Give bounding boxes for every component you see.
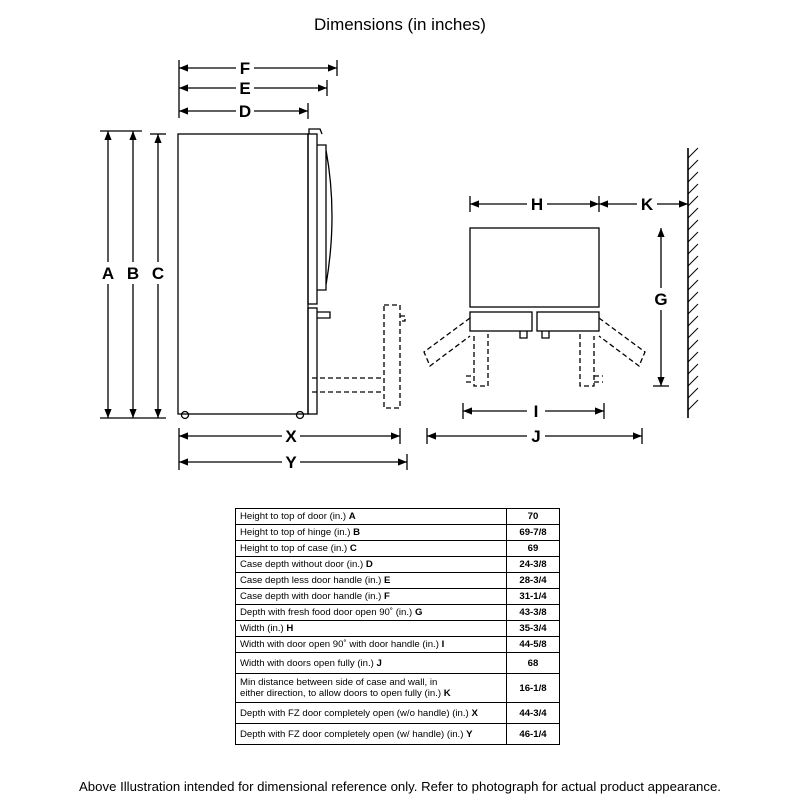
open-doors-outline <box>423 317 646 387</box>
table-row: Width with door open 90˚ with door handl… <box>235 636 560 653</box>
freezer-drawer <box>307 307 318 415</box>
row-value: 46-1/4 <box>506 723 560 745</box>
row-value: 28-3/4 <box>506 572 560 589</box>
label-g: G <box>654 290 667 309</box>
table-row: Depth with FZ door completely open (w/o … <box>235 702 560 724</box>
row-label: Width (in.) <box>240 623 284 634</box>
label-e: E <box>239 79 250 98</box>
open-freezer-outline <box>312 304 406 409</box>
row-key: A <box>348 511 356 522</box>
disclaimer-footer: Above Illustration intended for dimensio… <box>79 779 721 794</box>
row-label: Height to top of hinge (in.) <box>240 527 351 538</box>
row-label: Min distance between side of case and wa… <box>240 677 438 688</box>
row-key: D <box>365 559 373 570</box>
row-value: 70 <box>506 508 560 525</box>
row-key: G <box>414 607 423 618</box>
row-value: 31-1/4 <box>506 588 560 605</box>
case-top <box>469 227 600 308</box>
table-row: Height to top of hinge (in.) B 69-7/8 <box>235 524 560 541</box>
dimension-labels: F E D A B C X Y H K G I J <box>99 58 670 472</box>
row-label: Height to top of door (in.) <box>240 511 347 522</box>
row-value: 16-1/8 <box>506 673 560 703</box>
label-j: J <box>531 427 540 446</box>
table-row: Min distance between side of case and wa… <box>235 673 560 703</box>
left-door-top <box>469 311 533 332</box>
row-value: 44-3/4 <box>506 702 560 724</box>
row-label: Case depth with door handle (in.) <box>240 591 382 602</box>
row-value: 35-3/4 <box>506 620 560 637</box>
table-row: Case depth less door handle (in.) E 28-3… <box>235 572 560 589</box>
fresh-food-door <box>307 133 318 305</box>
row-value: 69-7/8 <box>506 524 560 541</box>
table-row: Depth with fresh food door open 90˚ (in.… <box>235 604 560 621</box>
table-row: Case depth without door (in.) D 24-3/8 <box>235 556 560 573</box>
label-c: C <box>152 264 164 283</box>
row-value: 43-3/8 <box>506 604 560 621</box>
row-label: Case depth less door handle (in.) <box>240 575 382 586</box>
row-key: Y <box>466 728 473 740</box>
label-x: X <box>285 427 297 446</box>
table-row: Height to top of case (in.) C 69 <box>235 540 560 557</box>
row-key: B <box>353 527 361 538</box>
row-label: Depth with FZ door completely open (w/ h… <box>240 728 464 740</box>
side-view <box>100 60 408 470</box>
row-key: I <box>441 639 445 650</box>
row-value: 44-5/8 <box>506 636 560 653</box>
front-foot <box>180 410 190 420</box>
row-value: 69 <box>506 540 560 557</box>
diagram-title: Dimensions (in inches) <box>314 15 486 34</box>
right-door-top <box>536 311 600 332</box>
row-key: C <box>349 543 357 554</box>
row-key: X <box>471 707 478 719</box>
freezer-handle <box>317 311 331 319</box>
refrigerator-case <box>177 133 309 415</box>
row-key: K <box>443 688 451 699</box>
label-b: B <box>127 264 139 283</box>
dimensions-table: Height to top of door (in.) A 70 Height … <box>235 508 560 745</box>
label-y: Y <box>285 453 297 472</box>
table-row: Case depth with door handle (in.) F 31-1… <box>235 588 560 605</box>
label-a: A <box>102 264 114 283</box>
row-label: Height to top of case (in.) <box>240 543 348 554</box>
row-key: J <box>376 657 382 669</box>
right-handle-top <box>541 331 550 339</box>
table-row: Depth with FZ door completely open (w/ h… <box>235 723 560 745</box>
row-label-line2: either direction, to allow doors to open… <box>240 688 442 699</box>
row-label: Width with doors open fully (in.) <box>240 657 374 669</box>
row-label: Depth with FZ door completely open (w/o … <box>240 707 469 719</box>
label-h: H <box>531 195 543 214</box>
row-label: Depth with fresh food door open 90˚ (in.… <box>240 607 413 618</box>
label-k: K <box>641 195 654 214</box>
row-key: E <box>384 575 391 586</box>
left-handle-top <box>519 331 528 339</box>
wall-hatching <box>687 147 699 411</box>
label-f: F <box>240 59 250 78</box>
table-row: Height to top of door (in.) A 70 <box>235 508 560 525</box>
rear-foot <box>295 410 305 420</box>
label-i: I <box>534 402 539 421</box>
row-key: H <box>286 623 294 634</box>
row-label: Width with door open 90˚ with door handl… <box>240 639 439 650</box>
label-d: D <box>239 102 251 121</box>
table-row: Width with doors open fully (in.) J 68 <box>235 652 560 674</box>
door-hinge <box>308 128 323 135</box>
row-value: 68 <box>506 652 560 674</box>
door-handle <box>317 144 333 291</box>
row-key: F <box>384 591 390 602</box>
table-row: Width (in.) H 35-3/4 <box>235 620 560 637</box>
dimension-diagram: F E D A B C X Y H K G I J <box>99 58 699 472</box>
row-value: 24-3/8 <box>506 556 560 573</box>
row-label: Case depth without door (in.) <box>240 559 364 570</box>
